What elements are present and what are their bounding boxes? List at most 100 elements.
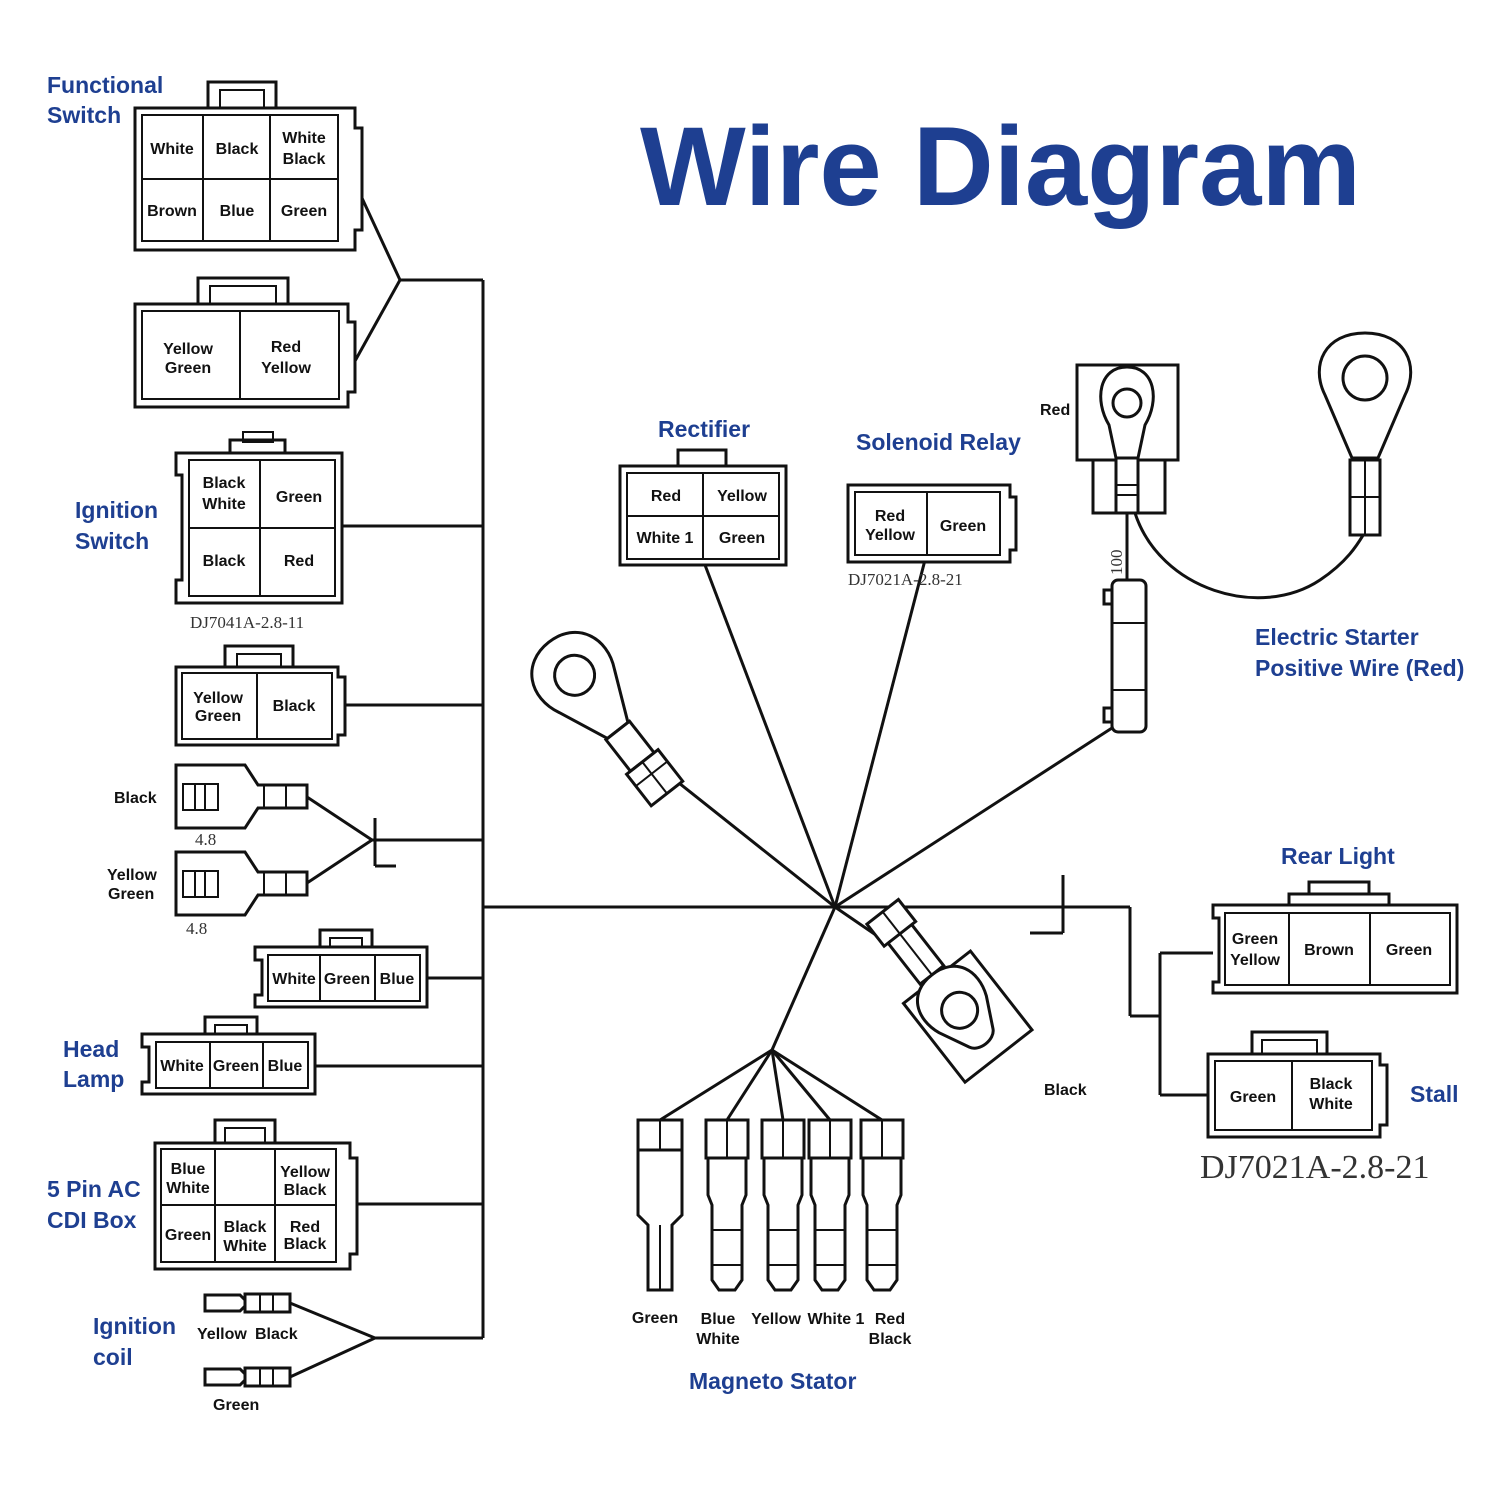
ignition-switch-pin: Red <box>284 553 314 570</box>
cdi-box-pin: White <box>166 1180 210 1197</box>
cdi-box-pin: Black <box>284 1236 327 1253</box>
rear-light-label: Rear Light <box>1281 843 1395 869</box>
rear-light-pin: Yellow <box>1230 952 1280 969</box>
solenoid-relay-pin: Yellow <box>865 527 915 544</box>
fuse-rating: 100 <box>1107 550 1126 576</box>
head-lamp-pin: Blue <box>268 1058 303 1075</box>
electric-starter-label-1: Electric Starter <box>1255 624 1419 650</box>
part-code: DJ7021A-2.8-21 <box>848 570 963 589</box>
rectifier-pin: Yellow <box>717 488 767 505</box>
bullet-label-green: Green <box>108 886 154 903</box>
stator-pin-label: Red <box>875 1311 905 1328</box>
cdi-box-pin: White <box>223 1238 267 1255</box>
functional-switch-pin: White <box>150 141 194 158</box>
stator-pin-label: Yellow <box>751 1311 801 1328</box>
head-lamp-label-1: Head <box>63 1036 119 1062</box>
stall-pin: White <box>1309 1096 1353 1113</box>
ignition-coil-label-1: Ignition <box>93 1313 176 1339</box>
connector-yellowgreen-black: Yellow Green Black <box>174 644 347 747</box>
cdi-box-pin: Blue <box>171 1161 206 1178</box>
stator-pin-label: White 1 <box>808 1311 865 1328</box>
ignition-switch-label-1: Ignition <box>75 497 158 523</box>
connector-pin: Blue <box>380 971 415 988</box>
rectifier-pin: Green <box>719 530 765 547</box>
functional-switch-pin: Blue <box>220 203 255 220</box>
connector-pin: Yellow <box>193 690 243 707</box>
cdi-box: 5 Pin AC CDI Box Blue White Yellow Black… <box>47 1118 359 1271</box>
ignition-coil-pin: Black <box>255 1326 298 1343</box>
connector-pin: Green <box>195 708 241 725</box>
cdi-box-pin: Black <box>284 1182 327 1199</box>
connector-yellowgreen-redyellow: Yellow Green Red Yellow <box>133 276 357 409</box>
stall-pin: Green <box>1230 1089 1276 1106</box>
stator-pin-label: Green <box>632 1310 678 1327</box>
ignition-switch-pin: Black <box>203 475 246 492</box>
bullet-label-black: Black <box>114 790 157 807</box>
ignition-coil-label-2: coil <box>93 1344 133 1370</box>
ignition-coil: Ignition coil Yellow Black Green <box>93 1292 298 1414</box>
stator-pin-label: White <box>696 1331 740 1348</box>
rear-light-pin: Green <box>1386 942 1432 959</box>
ignition-switch-pin: Green <box>276 489 322 506</box>
stator-pin-3 <box>760 1118 806 1292</box>
connector-pin: Yellow <box>163 341 213 358</box>
cdi-box-pin: Black <box>224 1219 267 1236</box>
functional-switch-pin: Green <box>281 203 327 220</box>
ignition-coil-pin: Yellow <box>197 1326 247 1343</box>
solenoid-relay-pin: Green <box>940 518 986 535</box>
electric-starter-label-2: Positive Wire (Red) <box>1255 655 1464 681</box>
connector-pin: Green <box>165 360 211 377</box>
diagram-title: Wire Diagram <box>640 104 1361 229</box>
functional-switch-label-1: Functional <box>47 72 163 98</box>
rear-light-pin: Brown <box>1304 942 1354 959</box>
magneto-stator: Green Blue White Yellow White 1 Red Blac… <box>632 1118 912 1394</box>
functional-switch-pin: Black <box>216 141 259 158</box>
functional-switch-pin: Black <box>283 151 326 168</box>
magneto-stator-label: Magneto Stator <box>689 1368 856 1394</box>
stall-label: Stall <box>1410 1081 1459 1107</box>
head-lamp: Head Lamp White Green Blue <box>63 1015 317 1096</box>
ring-terminal <box>530 631 685 808</box>
connector-pin: Green <box>324 971 370 988</box>
stator-pin-label: Black <box>869 1331 912 1348</box>
bullet-size: 4.8 <box>195 830 216 849</box>
rectifier-pin: Red <box>651 488 681 505</box>
head-lamp-pin: White <box>160 1058 204 1075</box>
head-lamp-pin: Green <box>213 1058 259 1075</box>
cdi-box-pin: Yellow <box>280 1164 330 1181</box>
bullet-label-yellow: Yellow <box>107 867 157 884</box>
connector-pin: Yellow <box>261 360 311 377</box>
ground-label: Black <box>1044 1082 1087 1099</box>
part-code: DJ7021A-2.8-21 <box>1200 1149 1429 1186</box>
head-lamp-label-2: Lamp <box>63 1066 124 1092</box>
cdi-box-pin: Green <box>165 1227 211 1244</box>
ignition-switch-pin: Black <box>203 553 246 570</box>
cdi-box-pin: Red <box>290 1219 320 1236</box>
functional-switch-pin: White <box>282 130 326 147</box>
solenoid-relay-label: Solenoid Relay <box>856 429 1021 455</box>
stator-pin-4 <box>807 1118 853 1292</box>
functional-switch-pin: Brown <box>147 203 197 220</box>
stator-pin-2 <box>704 1118 750 1292</box>
solenoid-relay-pin: Red <box>875 508 905 525</box>
ignition-switch-label-2: Switch <box>75 528 149 554</box>
rear-light: Rear Light Green Yellow Brown Green <box>1211 843 1459 995</box>
solenoid-relay: Solenoid Relay Red Yellow Green DJ7021A-… <box>846 429 1021 589</box>
bullet-connectors: Black Yellow Green 4.8 4.8 <box>107 763 309 938</box>
stall-pin: Black <box>1310 1076 1353 1093</box>
connector-white-green-blue: White Green Blue <box>253 928 429 1009</box>
ignition-switch-pin: White <box>202 496 246 513</box>
rectifier-pin: White 1 <box>637 530 694 547</box>
cdi-box-label-1: 5 Pin AC <box>47 1176 141 1202</box>
electric-starter: Red 100 Electric Starter Positive Wire (… <box>1040 331 1464 734</box>
stall: Green Black White Stall DJ7021A-2.8-21 <box>1200 1030 1459 1186</box>
ignition-switch: Ignition Switch Black White Green Black … <box>75 431 344 632</box>
bullet-size: 4.8 <box>186 919 207 938</box>
rear-light-pin: Green <box>1232 931 1278 948</box>
functional-switch-label-2: Switch <box>47 102 121 128</box>
ignition-coil-pin: Green <box>213 1397 259 1414</box>
connector-pin: Red <box>271 339 301 356</box>
functional-switch: Functional Switch White Black White Blac… <box>47 72 364 252</box>
cdi-box-label-2: CDI Box <box>47 1207 137 1233</box>
